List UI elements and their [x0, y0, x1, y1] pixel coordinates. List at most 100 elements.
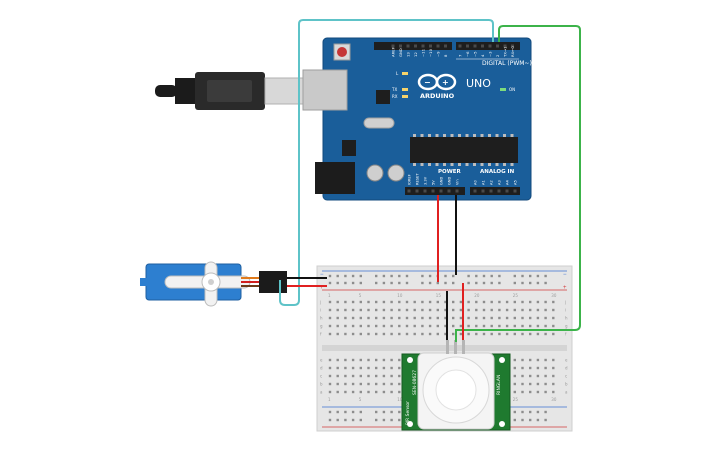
breadboard-hole[interactable]	[413, 324, 416, 328]
digital-pin-hole[interactable]	[399, 44, 402, 48]
breadboard-hole[interactable]	[359, 324, 362, 328]
breadboard-hole[interactable]	[521, 366, 524, 370]
breadboard-hole[interactable]	[405, 300, 409, 304]
breadboard-hole[interactable]	[436, 316, 439, 320]
breadboard-hole[interactable]	[521, 332, 524, 336]
breadboard-hole[interactable]	[367, 358, 370, 362]
breadboard-hole[interactable]	[390, 390, 393, 394]
breadboard-hole[interactable]	[521, 358, 524, 362]
breadboard-hole[interactable]	[382, 332, 386, 336]
breadboard-hole[interactable]	[544, 390, 547, 394]
reset-button-cap[interactable]	[337, 47, 347, 57]
breadboard-hole[interactable]	[351, 308, 355, 312]
breadboard-hole[interactable]	[521, 374, 524, 378]
breadboard-hole[interactable]	[529, 316, 532, 320]
rail-hole[interactable]	[328, 281, 332, 285]
digital-pin-hole[interactable]	[458, 44, 462, 48]
breadboard-hole[interactable]	[405, 316, 409, 320]
digital-pin-hole[interactable]	[436, 44, 440, 48]
breadboard-hole[interactable]	[421, 308, 424, 312]
breadboard-hole[interactable]	[490, 308, 493, 312]
breadboard-hole[interactable]	[351, 324, 355, 328]
rail-hole[interactable]	[398, 274, 401, 278]
breadboard-hole[interactable]	[536, 332, 540, 336]
rail-hole[interactable]	[382, 281, 386, 285]
rail-hole[interactable]	[344, 281, 347, 285]
rail-hole[interactable]	[351, 418, 355, 422]
breadboard-hole[interactable]	[521, 308, 524, 312]
breadboard-hole[interactable]	[513, 358, 516, 362]
digital-pin-hole[interactable]	[391, 44, 395, 48]
breadboard-hole[interactable]	[428, 332, 432, 336]
breadboard-hole[interactable]	[536, 358, 540, 362]
breadboard-hole[interactable]	[529, 332, 532, 336]
breadboard-hole[interactable]	[382, 382, 386, 386]
breadboard-hole[interactable]	[390, 332, 393, 336]
breadboard-hole[interactable]	[390, 374, 393, 378]
breadboard-hole[interactable]	[505, 324, 509, 328]
power-pin-hole[interactable]	[407, 189, 411, 193]
breadboard-hole[interactable]	[351, 316, 355, 320]
wire-green-pir-out[interactable]	[455, 25, 581, 342]
breadboard-hole[interactable]	[328, 390, 332, 394]
breadboard-hole[interactable]	[375, 374, 378, 378]
digital-pin-hole[interactable]	[444, 44, 447, 48]
breadboard-hole[interactable]	[536, 366, 540, 370]
power-pin-hole[interactable]	[455, 189, 459, 193]
breadboard-hole[interactable]	[544, 366, 547, 370]
rail-hole[interactable]	[351, 410, 355, 414]
breadboard-hole[interactable]	[475, 300, 478, 304]
breadboard-hole[interactable]	[398, 300, 401, 304]
breadboard-hole[interactable]	[436, 324, 439, 328]
rail-hole[interactable]	[328, 410, 332, 414]
power-pin-hole[interactable]	[447, 189, 451, 193]
breadboard-hole[interactable]	[452, 308, 455, 312]
rail-hole[interactable]	[444, 281, 447, 285]
rail-hole[interactable]	[344, 274, 347, 278]
breadboard-hole[interactable]	[375, 390, 378, 394]
rail-hole[interactable]	[529, 410, 532, 414]
rail-hole[interactable]	[475, 274, 478, 278]
breadboard-hole[interactable]	[336, 358, 339, 362]
breadboard-hole[interactable]	[351, 300, 355, 304]
breadboard-hole[interactable]	[405, 332, 409, 336]
breadboard-hole[interactable]	[421, 324, 424, 328]
digital-pin-hole[interactable]	[481, 44, 484, 48]
breadboard-hole[interactable]	[336, 308, 339, 312]
breadboard-hole[interactable]	[328, 324, 332, 328]
breadboard-hole[interactable]	[505, 308, 509, 312]
rail-hole[interactable]	[359, 281, 362, 285]
rail-hole[interactable]	[390, 281, 393, 285]
breadboard-hole[interactable]	[382, 316, 386, 320]
breadboard-hole[interactable]	[529, 366, 532, 370]
breadboard-hole[interactable]	[521, 382, 524, 386]
breadboard-hole[interactable]	[398, 366, 401, 370]
breadboard-hole[interactable]	[359, 390, 362, 394]
rail-hole[interactable]	[375, 281, 378, 285]
breadboard-hole[interactable]	[467, 308, 470, 312]
breadboard-hole[interactable]	[428, 308, 432, 312]
breadboard-hole[interactable]	[351, 366, 355, 370]
breadboard-hole[interactable]	[467, 324, 470, 328]
digital-pin-hole[interactable]	[511, 44, 514, 48]
rail-hole[interactable]	[513, 410, 516, 414]
breadboard-hole[interactable]	[513, 374, 516, 378]
analog-pin-hole[interactable]	[497, 189, 501, 193]
breadboard-hole[interactable]	[544, 308, 547, 312]
breadboard-hole[interactable]	[344, 332, 347, 336]
breadboard-hole[interactable]	[452, 316, 455, 320]
rail-hole[interactable]	[428, 274, 432, 278]
breadboard-hole[interactable]	[513, 308, 516, 312]
analog-pin-hole[interactable]	[473, 189, 477, 193]
rail-hole[interactable]	[482, 281, 486, 285]
breadboard-hole[interactable]	[351, 390, 355, 394]
breadboard-hole[interactable]	[351, 332, 355, 336]
digital-pin-hole[interactable]	[414, 44, 417, 48]
breadboard-hole[interactable]	[513, 300, 516, 304]
rail-hole[interactable]	[521, 281, 524, 285]
breadboard-hole[interactable]	[529, 300, 532, 304]
breadboard-hole[interactable]	[375, 324, 378, 328]
breadboard-hole[interactable]	[536, 374, 540, 378]
rail-hole[interactable]	[436, 281, 439, 285]
breadboard-hole[interactable]	[536, 308, 540, 312]
